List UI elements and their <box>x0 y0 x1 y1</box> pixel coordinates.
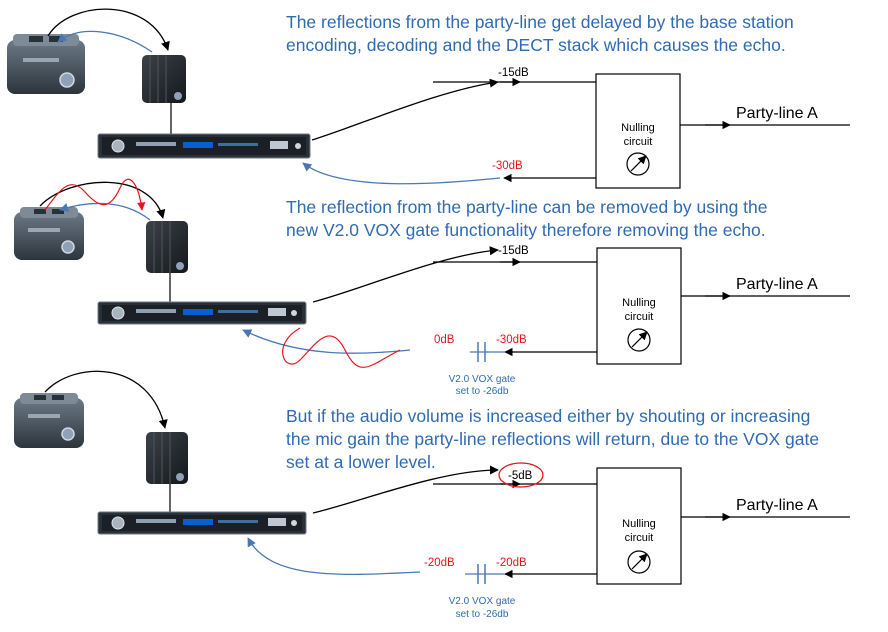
return-level-label: -20dB <box>496 557 527 569</box>
antenna-box <box>146 432 188 484</box>
antenna-to-beltpack-arrow <box>57 30 153 53</box>
antenna-box <box>146 221 188 273</box>
beltpack-device <box>7 34 85 94</box>
echo-squiggle-red <box>282 327 401 368</box>
caption-line: the mic gain the party-line reflections … <box>286 429 820 449</box>
base-to-line-curve <box>311 78 499 141</box>
beltpack-to-antenna-arrow <box>39 181 166 219</box>
panel-2: -15dB Nulling circuit Party-line A -30dB… <box>14 178 850 397</box>
panel-1: -15dB Nulling circuit Party-line A -30dB <box>7 8 850 189</box>
input-level-label: 0dB <box>434 334 455 346</box>
base-to-line-curve <box>312 246 499 303</box>
nulling-dial-pointer <box>631 553 648 570</box>
nulling-label: Nulling <box>622 518 656 530</box>
send-level-label: -15dB <box>498 245 529 257</box>
caption-line: But if the audio volume is increased eit… <box>286 406 811 426</box>
nulling-label: Nulling <box>622 297 656 309</box>
party-line-label: Party-line A <box>736 105 818 122</box>
base-station <box>97 511 307 535</box>
vox-gate-note: V2.0 VOX gate <box>449 596 516 607</box>
beltpack-to-antenna-arrow <box>44 370 168 429</box>
nulling-label: circuit <box>625 532 654 544</box>
vox-gate-note: V2.0 VOX gate <box>449 374 516 385</box>
base-to-line-curve <box>312 465 499 514</box>
panel-3: -5dB Nulling circuit Party-line A -20dB … <box>14 370 850 620</box>
caption-line: set at a lower level. <box>286 452 436 472</box>
nulling-label: circuit <box>624 136 653 148</box>
send-level-label: -15dB <box>498 67 529 79</box>
nulling-label: circuit <box>625 311 654 323</box>
return-to-base-arrow <box>242 329 411 354</box>
beltpack-device <box>14 207 84 260</box>
level-highlight-circle <box>498 462 544 488</box>
base-station <box>97 301 307 325</box>
caption-line: new V2.0 VOX gate functionality therefor… <box>286 220 766 240</box>
vox-gate-note: set to -26db <box>456 609 509 620</box>
nulling-label: Nulling <box>621 122 655 134</box>
caption-line: encoding, decoding and the DECT stack wh… <box>286 35 786 55</box>
nulling-dial-pointer <box>630 155 647 172</box>
party-line-label: Party-line A <box>736 497 818 514</box>
antenna-box <box>142 55 186 103</box>
panel-2-caption: The reflection from the party-line can b… <box>286 196 768 242</box>
beltpack-to-antenna-arrow <box>47 8 170 51</box>
panel-1-caption: The reflections from the party-line get … <box>286 11 794 57</box>
vox-gate-note: set to -26db <box>456 386 509 397</box>
caption-line: The reflections from the party-line get … <box>286 12 794 32</box>
return-level-label: -30dB <box>492 160 523 172</box>
return-to-base-arrow <box>302 162 501 185</box>
echo-squiggle-red <box>44 178 146 211</box>
caption-line: The reflection from the party-line can b… <box>286 197 768 217</box>
beltpack-device <box>14 393 84 448</box>
send-level-label: -5dB <box>508 470 533 482</box>
nulling-dial-pointer <box>631 331 648 348</box>
return-to-base-arrow <box>247 537 421 575</box>
party-line-label: Party-line A <box>736 276 818 293</box>
panel-3-caption: But if the audio volume is increased eit… <box>286 405 819 474</box>
base-station <box>97 133 311 159</box>
input-level-label: -20dB <box>424 557 455 569</box>
return-level-label: -30dB <box>496 334 527 346</box>
